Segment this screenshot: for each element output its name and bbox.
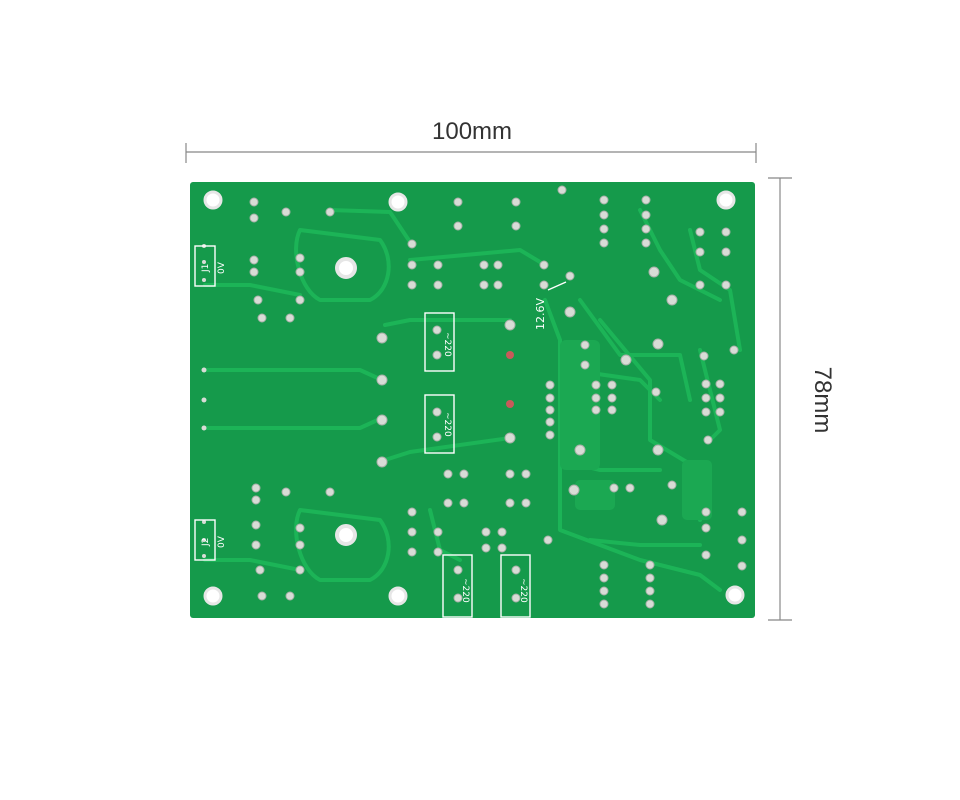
copper-fill xyxy=(560,340,712,520)
silk-0v-1: 0V xyxy=(217,261,227,274)
silk-12v: 12.6V xyxy=(534,298,547,330)
silk-0v-2: 0V xyxy=(217,535,227,548)
copper-vias xyxy=(506,351,514,408)
solder-pads xyxy=(249,185,747,609)
height-dimension-line xyxy=(768,177,792,621)
width-dimension-label: 100mm xyxy=(432,118,513,145)
silk-220-c: ~220 xyxy=(460,578,470,603)
pcb-board xyxy=(190,182,755,618)
silk-j1: J1 xyxy=(201,264,211,273)
silk-220-a: ~220 xyxy=(442,332,452,357)
silk-j2: J2 xyxy=(201,538,211,547)
mounting-holes xyxy=(203,190,745,606)
silk-220-d: ~220 xyxy=(518,578,528,603)
small-vias xyxy=(201,244,207,558)
silk-220-b: ~220 xyxy=(442,412,452,437)
silkscreen-outlines xyxy=(194,245,567,618)
width-dimension-line xyxy=(185,143,757,163)
